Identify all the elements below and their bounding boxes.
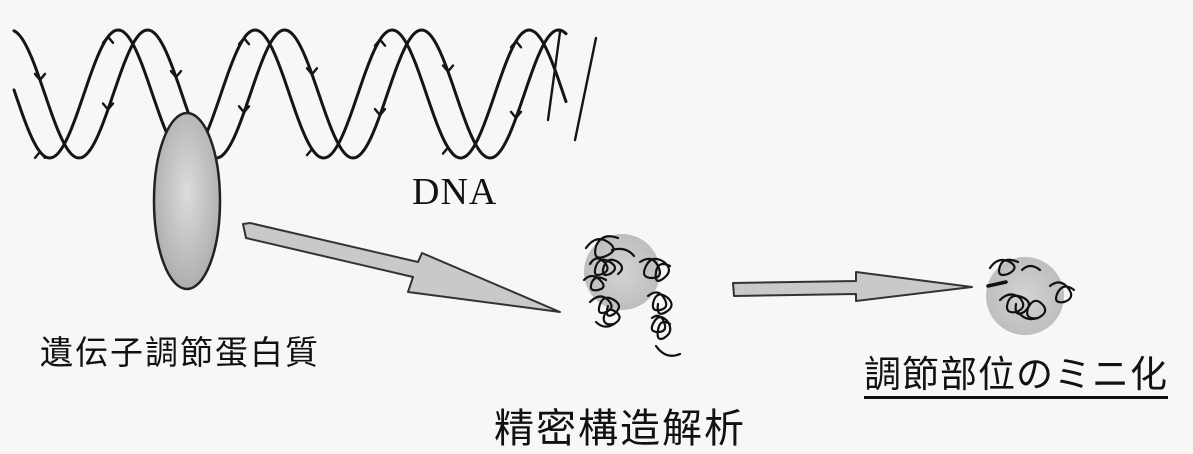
mini-structure-icon xyxy=(986,257,1074,335)
regulatory-protein-icon xyxy=(154,113,220,289)
dna-strand-end xyxy=(575,38,596,140)
arrow-to-mini-icon xyxy=(733,272,972,301)
dna-helix-icon xyxy=(14,30,596,158)
dna-strand-arrow-tick xyxy=(443,148,453,154)
dna-label: DNA xyxy=(412,170,497,214)
dna-strand-arrow-tick xyxy=(103,37,113,43)
miniaturization-label: 調節部位のミニ化 xyxy=(864,354,1168,399)
dna-strand-arrow-tick xyxy=(35,152,45,158)
dna-strand-arrow-tick xyxy=(239,38,249,44)
structure-analysis-label: 精密構造解析 xyxy=(494,396,746,454)
regulatory-protein-label: 遺伝子調節蛋白質 xyxy=(40,326,320,374)
protein-structure-icon xyxy=(584,234,680,356)
dna-strand-arrow-tick xyxy=(307,149,317,155)
arrow-to-structure-icon xyxy=(243,223,560,312)
dna-strand-arrow-tick xyxy=(375,40,385,46)
